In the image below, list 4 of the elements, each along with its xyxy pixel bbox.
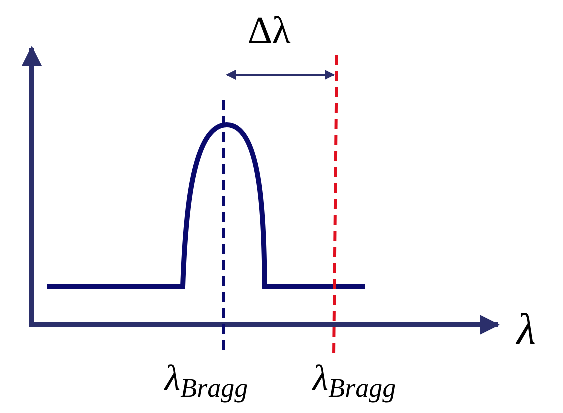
wavelength-label: λ$_{Bragg}$ [313, 360, 396, 402]
axis-label: λ [517, 308, 536, 352]
delta-lambda-label: Δλ [248, 12, 291, 50]
wavelength-label: λ$_{Bragg}$ [165, 360, 248, 402]
